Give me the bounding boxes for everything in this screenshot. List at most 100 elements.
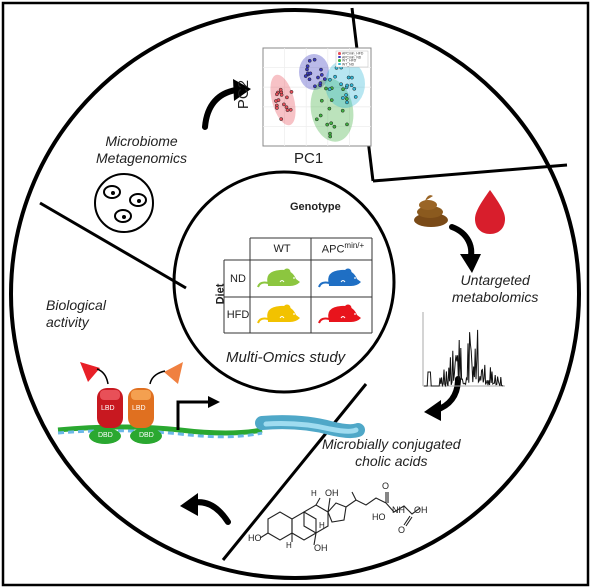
pca-point [350, 75, 354, 80]
pca-legend-text: WT_HFD [342, 58, 357, 63]
transcription-arrow-icon [176, 396, 220, 430]
metabolomics-line1: Untargeted [460, 272, 530, 288]
pca-point [305, 67, 309, 72]
curved-arrow-icon [449, 224, 481, 273]
pca-point [288, 107, 293, 112]
atom-label-ho-2: HO [372, 512, 386, 522]
pca-point [353, 95, 358, 99]
pca-point [341, 87, 345, 92]
pca-ellipses [270, 54, 365, 142]
pca-point [289, 90, 294, 94]
atom-label-h2: H [286, 541, 292, 550]
pca-point [345, 83, 349, 88]
atom-label-oh-right: OH [414, 505, 428, 515]
pca-point [279, 117, 284, 121]
atom-label-nh: NH [392, 505, 405, 515]
atom-label-o2: O [398, 525, 406, 535]
pca-point [278, 87, 283, 92]
curved-arrow-icon [424, 376, 461, 421]
pca-legend [335, 50, 369, 68]
pca-legend-swatch [338, 62, 341, 66]
pca-point [318, 81, 323, 85]
col-header-apc-sup: min/+ [344, 241, 365, 250]
atom-label-oh-top: OH [325, 488, 339, 498]
dna-strand [57, 424, 263, 439]
pca-point [307, 58, 312, 63]
pca-legend-text: APCmin_HFD [342, 51, 364, 56]
stool-icon [414, 195, 448, 227]
pca-point [344, 93, 348, 97]
gene-transcript [255, 415, 365, 439]
pca-point [340, 108, 345, 113]
pca-point [325, 122, 330, 127]
conjugated-line2: cholic acids [355, 453, 428, 469]
metagenomics-line2: Metagenomics [96, 150, 188, 166]
pca-point [319, 67, 323, 72]
pca-point [285, 95, 289, 100]
atom-label-ho: HO [248, 533, 262, 543]
pca-point [308, 71, 313, 76]
pca-point [275, 106, 279, 110]
pca-point [349, 83, 354, 88]
pca-gridlines [263, 48, 371, 146]
pca-legend-entry: WT_HFD [338, 59, 356, 63]
pca-ellipse [310, 78, 354, 142]
pca-points [274, 57, 358, 139]
dbd-label-left: DBD [98, 432, 113, 439]
section-label-biological: Biological activity [46, 297, 106, 331]
section-label-metabolomics: Untargeted metabolomics [452, 272, 538, 306]
receptor-lbd-left [97, 388, 123, 428]
metagenomics-line1: Microbiome [105, 133, 178, 149]
pca-y-axis-label: PC2 [235, 79, 253, 110]
atom-label-h1: H [311, 489, 317, 498]
chromatogram-trace [424, 329, 504, 388]
pca-x-axis-label: PC1 [294, 150, 324, 167]
pca-point [285, 108, 290, 112]
pca-legend-swatch [338, 59, 341, 62]
conjugated-line1: Microbially conjugated [322, 436, 461, 452]
atom-label-h3: H [319, 521, 325, 530]
pca-point [322, 77, 327, 81]
section-label-conjugated: Microbially conjugated cholic acids [322, 436, 461, 470]
divider-bottom [221, 383, 368, 561]
ligand-right-icon [164, 362, 183, 384]
blood-drop-icon [475, 190, 505, 234]
ligand-left-icon [80, 362, 100, 382]
divider-top-right [372, 163, 568, 183]
pca-point [332, 124, 337, 129]
col-header-apc: APCmin/+ [316, 241, 370, 256]
pca-point [340, 96, 345, 100]
row-header-nd: ND [230, 273, 246, 285]
row-header-hfd: HFD [226, 309, 250, 321]
pca-point [319, 73, 324, 77]
pca-legend-text: WT_ND [342, 62, 355, 67]
lbd-label-right: LBD [132, 405, 146, 412]
pca-point [352, 86, 357, 91]
center-title: Multi-Omics study [226, 349, 346, 366]
pca-point [303, 74, 308, 78]
pca-point [328, 134, 333, 139]
cholic-acid-structure [259, 491, 421, 546]
receptor-lbd-right [128, 388, 154, 428]
pca-legend-entry: APCmin_ND [338, 55, 362, 60]
divider-left [39, 201, 187, 290]
pca-legend-swatch [338, 55, 341, 59]
col-header-apc-text: APC [321, 243, 345, 256]
pca-point [333, 74, 337, 79]
receptor-dbd-right [130, 428, 162, 444]
pca-point [314, 117, 319, 122]
atom-label-o1: O [382, 481, 390, 491]
pca-point [282, 102, 286, 107]
metabolomics-line2: metabolomics [452, 289, 539, 305]
pca-ellipse [299, 54, 329, 90]
pca-point [275, 92, 279, 97]
pca-point [312, 57, 317, 62]
pca-legend-text: APCmin_ND [342, 55, 362, 60]
genotype-header: Genotype [290, 201, 341, 213]
pca-point [324, 86, 328, 91]
pca-point [345, 122, 349, 127]
pca-point [329, 121, 334, 126]
ligand-arrow-left [96, 368, 109, 385]
pca-point [327, 106, 332, 111]
